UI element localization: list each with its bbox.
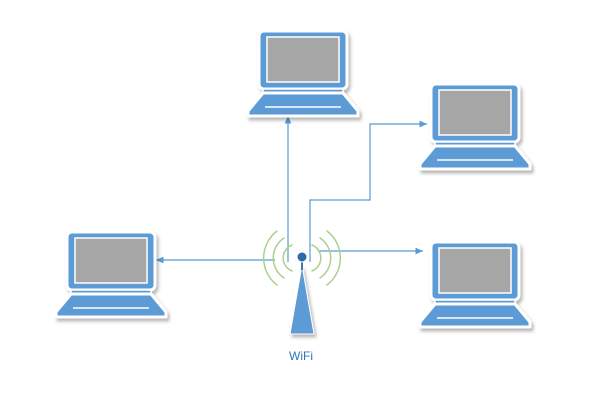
connector-upper-right: [309, 120, 427, 262]
wifi-antenna-icon: [262, 230, 342, 335]
connectors: [156, 116, 427, 264]
laptop-right: [418, 240, 532, 329]
laptop-upper-right: [418, 82, 532, 171]
laptop-icon: [418, 240, 532, 329]
laptop-left: [54, 230, 168, 319]
wifi-label: WiFi: [289, 349, 313, 363]
laptop-top: [246, 29, 360, 118]
laptop-icon: [54, 230, 168, 319]
laptop-icon: [418, 82, 532, 171]
laptop-icon: [246, 29, 360, 118]
